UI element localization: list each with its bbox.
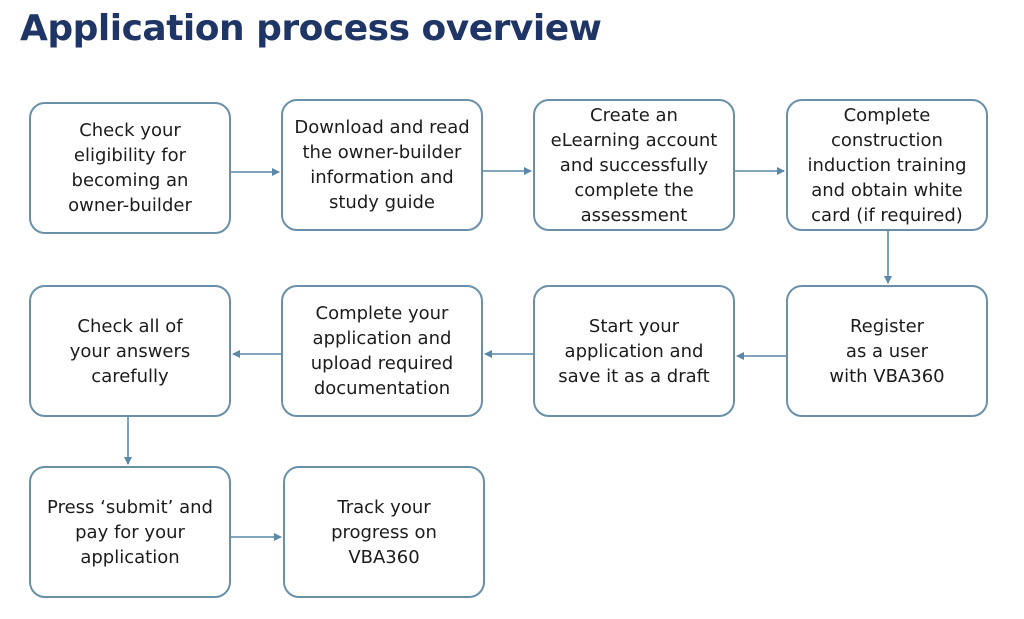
page-title: Application process overview [20,8,602,49]
